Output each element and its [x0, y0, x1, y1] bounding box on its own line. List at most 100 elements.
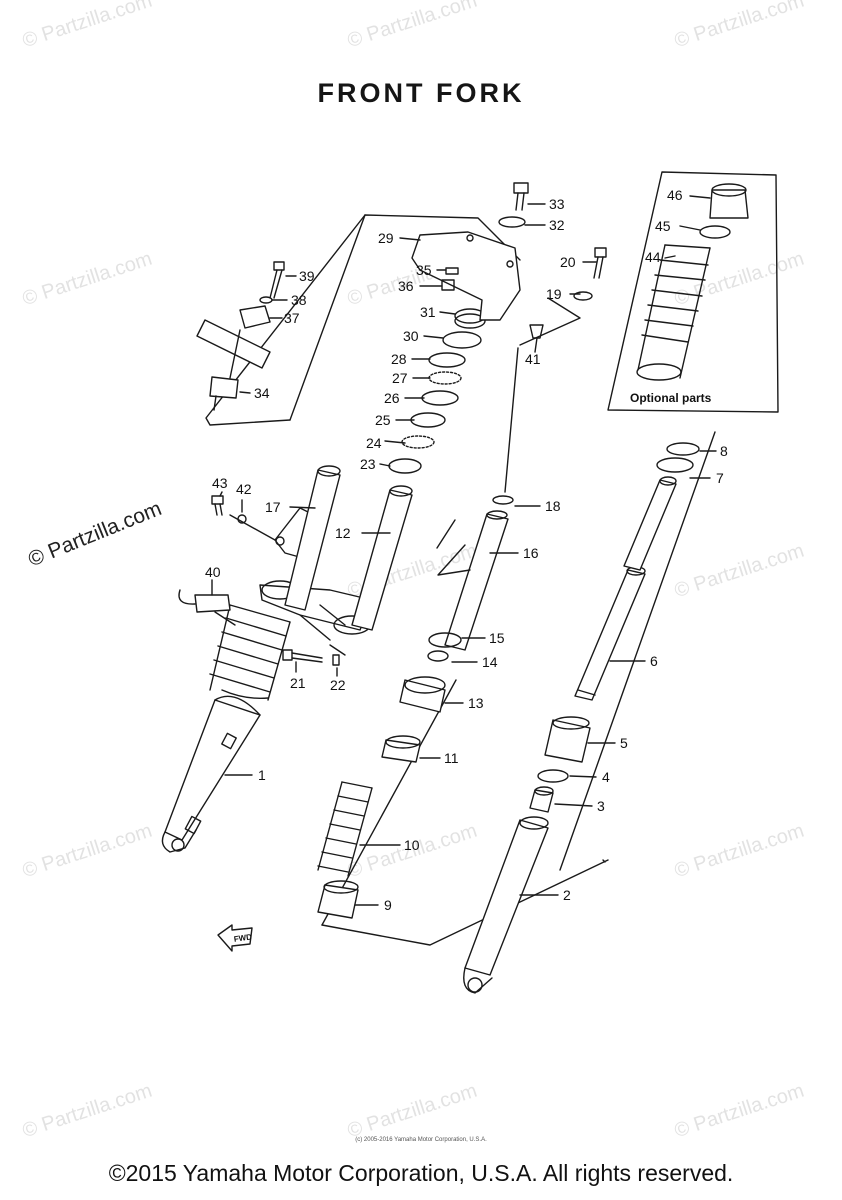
callout-number-3: 3: [597, 798, 605, 814]
part-under-bracket: [259, 580, 373, 641]
part-left-spring-cap: [221, 689, 269, 700]
callout-number-4: 4: [602, 769, 610, 785]
callout-number-7: 7: [716, 470, 724, 486]
callout-number-38: 38: [291, 292, 307, 308]
part-26-race: [421, 390, 459, 406]
callout-number-32: 32: [549, 217, 565, 233]
part-45-ring: [699, 225, 731, 239]
guide-line: [436, 519, 456, 549]
part-37-upper-holder: [239, 305, 271, 329]
part-34-lower-holder: [209, 376, 239, 411]
guide-line: [229, 329, 241, 379]
part-2-outer-tube: [463, 816, 549, 994]
part-43-bolt: [211, 495, 224, 516]
callout-number-24: 24: [366, 435, 382, 451]
part-38-washer: [259, 296, 273, 304]
leader-line: [289, 506, 316, 509]
part-24-balls: [401, 435, 435, 449]
guide-line: [321, 859, 609, 946]
part-19-washer: [573, 291, 593, 301]
callout-number-31: 31: [420, 304, 436, 320]
leader-line: [569, 775, 597, 778]
copyright-footer: ©2015 Yamaha Motor Corporation, U.S.A. A…: [108, 1160, 734, 1186]
callout-number-26: 26: [384, 390, 400, 406]
part-18-o-ring: [492, 495, 514, 505]
group-outline-handlebar: [205, 214, 581, 426]
guide-line: [504, 347, 519, 493]
callout-number-8: 8: [720, 443, 728, 459]
part-left-spring: [209, 604, 291, 701]
callout-number-45: 45: [655, 218, 671, 234]
part-16-holder: [437, 510, 509, 651]
part-29-crown: [411, 231, 521, 321]
callout-number-13: 13: [468, 695, 484, 711]
part-13-nut: [399, 676, 446, 713]
guide-line: [229, 514, 276, 541]
part-23-race: [388, 458, 422, 474]
callout-number-14: 14: [482, 654, 498, 670]
callout-number-36: 36: [398, 278, 414, 294]
part-27-balls: [428, 371, 462, 385]
leader-line: [384, 440, 406, 444]
callout-number-44: 44: [645, 249, 661, 265]
callout-number-10: 10: [404, 837, 420, 853]
guide-line: [321, 679, 457, 926]
part-9-collar: [317, 880, 359, 919]
part-14-washer: [427, 650, 449, 662]
callout-number-2: 2: [563, 887, 571, 903]
part-41-cap: [529, 324, 544, 339]
callout-number-39: 39: [299, 268, 315, 284]
callout-number-35: 35: [416, 262, 432, 278]
part-46-cap: [709, 183, 749, 219]
part-39-bolt: [269, 261, 285, 299]
callout-number-42: 42: [236, 481, 252, 497]
callout-number-30: 30: [403, 328, 419, 344]
leader-line: [664, 255, 676, 259]
callout-number-19: 19: [546, 286, 562, 302]
part-30-race: [442, 331, 482, 349]
callout-number-33: 33: [549, 196, 565, 212]
callout-number-6: 6: [650, 653, 658, 669]
optional-parts-box: [607, 171, 779, 413]
part-20-bolt: [593, 247, 607, 279]
part-right-upper-tube: [623, 476, 677, 571]
callout-number-23: 23: [360, 456, 376, 472]
leader-line: [554, 803, 593, 807]
part-12-inner-tube: [351, 485, 413, 631]
part-left-inner-tube: [284, 465, 341, 611]
callout-number-46: 46: [667, 187, 683, 203]
guide-line: [559, 431, 716, 871]
leader-line: [379, 463, 391, 467]
callout-number-9: 9: [384, 897, 392, 913]
callout-number-21: 21: [290, 675, 306, 691]
leader-line: [423, 335, 444, 339]
callout-number-15: 15: [489, 630, 505, 646]
part-40-lock: [178, 589, 231, 613]
part-15-seal: [428, 632, 462, 648]
forward-arrow-icon: [217, 924, 253, 952]
leader-line: [239, 391, 251, 394]
part-3-bushing: [529, 786, 554, 813]
guide-line: [214, 611, 236, 626]
part-22-washer: [332, 654, 340, 666]
forward-label: FWD: [233, 932, 253, 943]
part-25-race: [410, 412, 446, 428]
leader-line: [689, 195, 711, 199]
part-5-sleeve: [544, 716, 591, 763]
callout-number-18: 18: [545, 498, 561, 514]
callout-number-34: 34: [254, 385, 270, 401]
callout-number-12: 12: [335, 525, 351, 541]
callout-number-41: 41: [525, 351, 541, 367]
part-21-bolt: [282, 649, 323, 663]
callout-number-37: 37: [284, 310, 300, 326]
callout-number-25: 25: [375, 412, 391, 428]
callout-number-5: 5: [620, 735, 628, 751]
callout-number-40: 40: [205, 564, 221, 580]
handlebar-section: [196, 319, 271, 369]
small-copyright: (c) 2005-2016 Yamaha Motor Corporation, …: [355, 1137, 487, 1143]
callout-number-16: 16: [523, 545, 539, 561]
part-10-spring: [317, 781, 373, 877]
part-4-ring: [537, 769, 569, 783]
group-outline-upper: [289, 214, 366, 421]
